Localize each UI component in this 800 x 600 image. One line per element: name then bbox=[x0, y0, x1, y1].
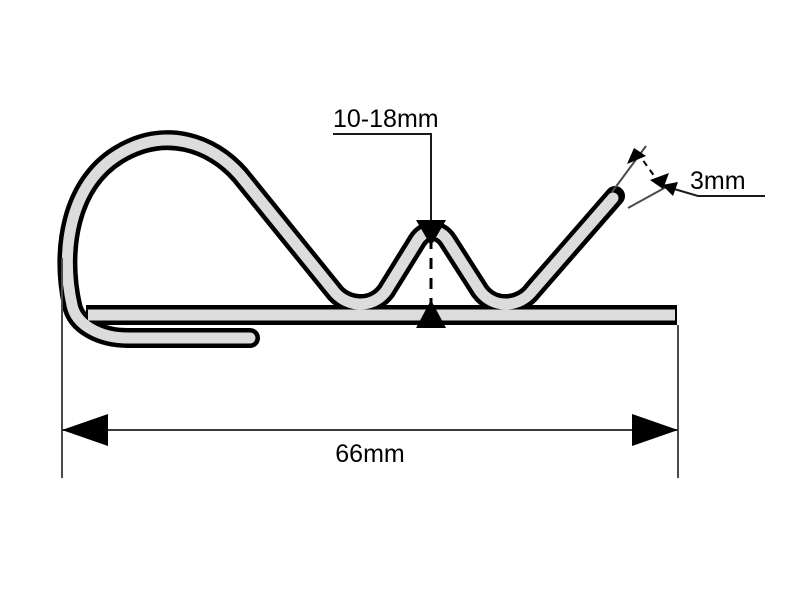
loop-and-wave-outline bbox=[57, 130, 625, 315]
wave-height-label: 10-18mm bbox=[333, 105, 439, 133]
overall-length-label: 66mm bbox=[335, 440, 404, 468]
loop-tail-fill bbox=[66, 299, 256, 344]
wire-diameter-leader-arrowhead bbox=[662, 182, 678, 196]
wave-height-leader-line bbox=[333, 133, 432, 222]
wire-diameter-label: 3mm bbox=[690, 167, 746, 195]
wave-height-arrow-top bbox=[416, 220, 446, 246]
wire-diameter-arrow-upper bbox=[627, 148, 646, 164]
wire-body-fill bbox=[61, 134, 675, 344]
loop-and-wave-fill bbox=[61, 134, 619, 311]
dimension-wire-diameter: 3mm bbox=[611, 145, 765, 209]
wire-diameter-ext-line-lower bbox=[627, 185, 669, 209]
wave-height-arrow-bottom bbox=[416, 300, 446, 328]
wire-body-outline bbox=[57, 130, 677, 348]
overall-length-arrow-right bbox=[632, 414, 678, 446]
dimension-overall-length: 66mm bbox=[61, 258, 679, 478]
dimension-wave-height: 10-18mm bbox=[333, 105, 446, 328]
overall-length-arrow-left bbox=[62, 414, 108, 446]
